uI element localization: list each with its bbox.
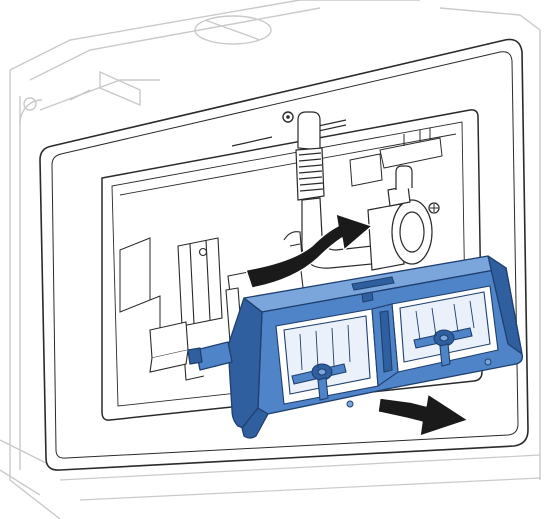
left-wing-nut-icon bbox=[291, 363, 347, 401]
window-ribs bbox=[299, 300, 475, 371]
straight-arrow-icon bbox=[377, 393, 469, 437]
right-screw-icon bbox=[428, 202, 440, 214]
blue-insert-center-divider bbox=[371, 303, 399, 388]
curved-arrow-icon bbox=[245, 213, 373, 289]
blue-insert-window-left bbox=[275, 308, 379, 405]
right-wing-nut-icon bbox=[413, 327, 473, 367]
floor-lines bbox=[59, 454, 541, 501]
blue-insert-top-slot bbox=[351, 276, 395, 303]
top-screw-icon bbox=[282, 111, 294, 123]
lower-left-block bbox=[149, 321, 189, 373]
upper-right-bracket bbox=[349, 128, 443, 187]
blue-insert-screws bbox=[346, 358, 492, 408]
outer-frame-inner-line bbox=[51, 51, 519, 459]
left-mounting-plate bbox=[119, 237, 161, 335]
angle-valve bbox=[367, 165, 433, 271]
